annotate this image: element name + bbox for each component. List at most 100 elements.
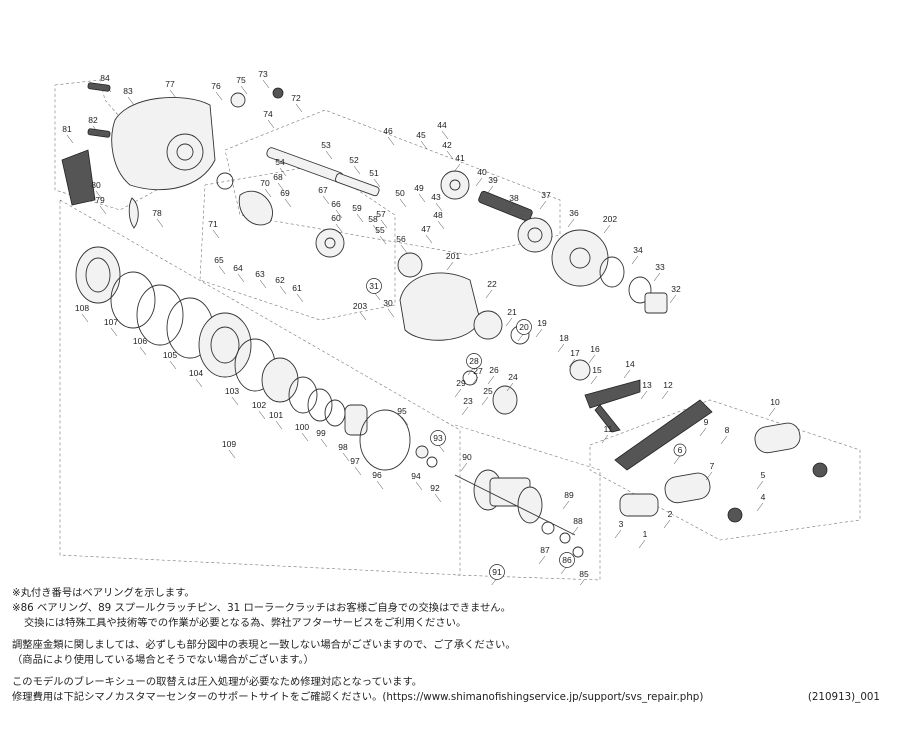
part-number-13: 13 <box>642 380 652 390</box>
part-number-text: 33 <box>655 262 665 272</box>
part-number-20: 20 <box>516 319 532 335</box>
part-number-83: 83 <box>123 86 133 96</box>
part-number-text: 101 <box>269 410 283 420</box>
leader-line <box>354 466 362 476</box>
part-number-32: 32 <box>671 284 681 294</box>
part-number-text: 30 <box>383 298 393 308</box>
part-number-text: 79 <box>95 195 105 205</box>
part-number-text: 26 <box>489 365 499 375</box>
part-number-text: 22 <box>487 279 497 289</box>
note-usage: （商品により使用している場合とそうでない場合がございます。） <box>12 654 314 666</box>
part-number-58: 58 <box>368 214 378 224</box>
bearing-marker-circle <box>430 430 446 446</box>
part-number-102: 102 <box>252 400 266 410</box>
part-number-85: 85 <box>579 569 589 579</box>
leader-line <box>471 376 479 386</box>
leader-line <box>127 96 135 106</box>
leader-line <box>638 539 646 549</box>
leader-line <box>571 526 579 536</box>
part-number-26: 26 <box>489 365 499 375</box>
part-number-text: 54 <box>275 157 285 167</box>
part-number-text: 66 <box>331 199 341 209</box>
part-number-text: 91 <box>492 567 502 577</box>
part-number-text: 97 <box>350 456 360 466</box>
part-number-text: 100 <box>295 422 309 432</box>
leader-line <box>379 235 387 245</box>
leader-line <box>156 218 164 228</box>
part-number-text: 201 <box>446 251 460 261</box>
part-number-57: 57 <box>376 209 386 219</box>
part-number-text: 52 <box>349 155 359 165</box>
part-number-text: 17 <box>570 348 580 358</box>
part-number-48: 48 <box>433 210 443 220</box>
leader-line <box>372 224 380 234</box>
leader-line <box>454 388 462 398</box>
part-number-text: 104 <box>189 368 203 378</box>
part-number-56: 56 <box>396 234 406 244</box>
leader-line <box>335 223 343 233</box>
leader-line <box>590 375 598 385</box>
part-number-text: 103 <box>225 386 239 396</box>
leader-line <box>446 261 454 271</box>
leader-line <box>240 85 248 95</box>
part-number-74: 74 <box>263 109 273 119</box>
leader-line <box>387 136 395 146</box>
leader-line <box>279 167 287 177</box>
part-number-text: 95 <box>397 406 407 416</box>
part-number-66: 66 <box>331 199 341 209</box>
part-number-31: 31 <box>366 278 382 294</box>
part-number-text: 7 <box>710 461 715 471</box>
part-number-203: 203 <box>353 301 367 311</box>
part-number-text: 63 <box>255 269 265 279</box>
part-number-42: 42 <box>442 140 452 150</box>
leader-line <box>104 83 112 93</box>
part-number-text: 99 <box>316 428 326 438</box>
part-number-23: 23 <box>463 396 473 406</box>
part-number-105: 105 <box>163 350 177 360</box>
leader-line <box>139 346 147 356</box>
part-number-19: 19 <box>537 318 547 328</box>
part-number-50: 50 <box>395 188 405 198</box>
part-number-109: 109 <box>222 439 236 449</box>
part-number-86: 86 <box>559 552 575 568</box>
leader-lines <box>66 79 776 585</box>
leader-line <box>359 311 367 321</box>
leader-line <box>353 165 361 175</box>
leader-line <box>356 213 364 223</box>
part-number-text: 73 <box>258 69 268 79</box>
part-number-text: 47 <box>421 224 431 234</box>
part-number-text: 74 <box>263 109 273 119</box>
leader-line <box>231 396 239 406</box>
leader-line <box>486 185 494 195</box>
leader-line <box>663 519 671 529</box>
part-number-text: 1 <box>643 529 648 539</box>
part-number-54: 54 <box>275 157 285 167</box>
part-number-text: 88 <box>573 516 583 526</box>
part-number-21: 21 <box>507 307 517 317</box>
part-number-text: 49 <box>414 183 424 193</box>
part-number-5: 5 <box>761 470 766 480</box>
leader-line <box>275 420 283 430</box>
part-number-30: 30 <box>383 298 393 308</box>
leader-line <box>441 130 449 140</box>
part-number-78: 78 <box>152 208 162 218</box>
part-number-93: 93 <box>430 430 446 446</box>
part-number-text: 202 <box>603 214 617 224</box>
part-number-91: 91 <box>489 564 505 580</box>
part-number-text: 78 <box>152 208 162 218</box>
part-number-text: 28 <box>469 356 479 366</box>
leader-line <box>614 529 622 539</box>
leader-line <box>460 462 468 472</box>
part-number-text: 40 <box>477 167 487 177</box>
part-number-text: 36 <box>569 208 579 218</box>
part-number-36: 36 <box>569 208 579 218</box>
leader-line <box>699 427 707 437</box>
part-number-text: 10 <box>770 397 780 407</box>
note-non-replaceable: ※86 ベアリング、89 スプールクラッチピン、31 ローラークラッチはお客様ご… <box>12 602 511 614</box>
part-number-text: 72 <box>291 93 301 103</box>
part-number-text: 87 <box>540 545 550 555</box>
part-number-73: 73 <box>258 69 268 79</box>
leader-line <box>399 198 407 208</box>
leader-line <box>568 358 576 368</box>
part-number-46: 46 <box>383 126 393 136</box>
